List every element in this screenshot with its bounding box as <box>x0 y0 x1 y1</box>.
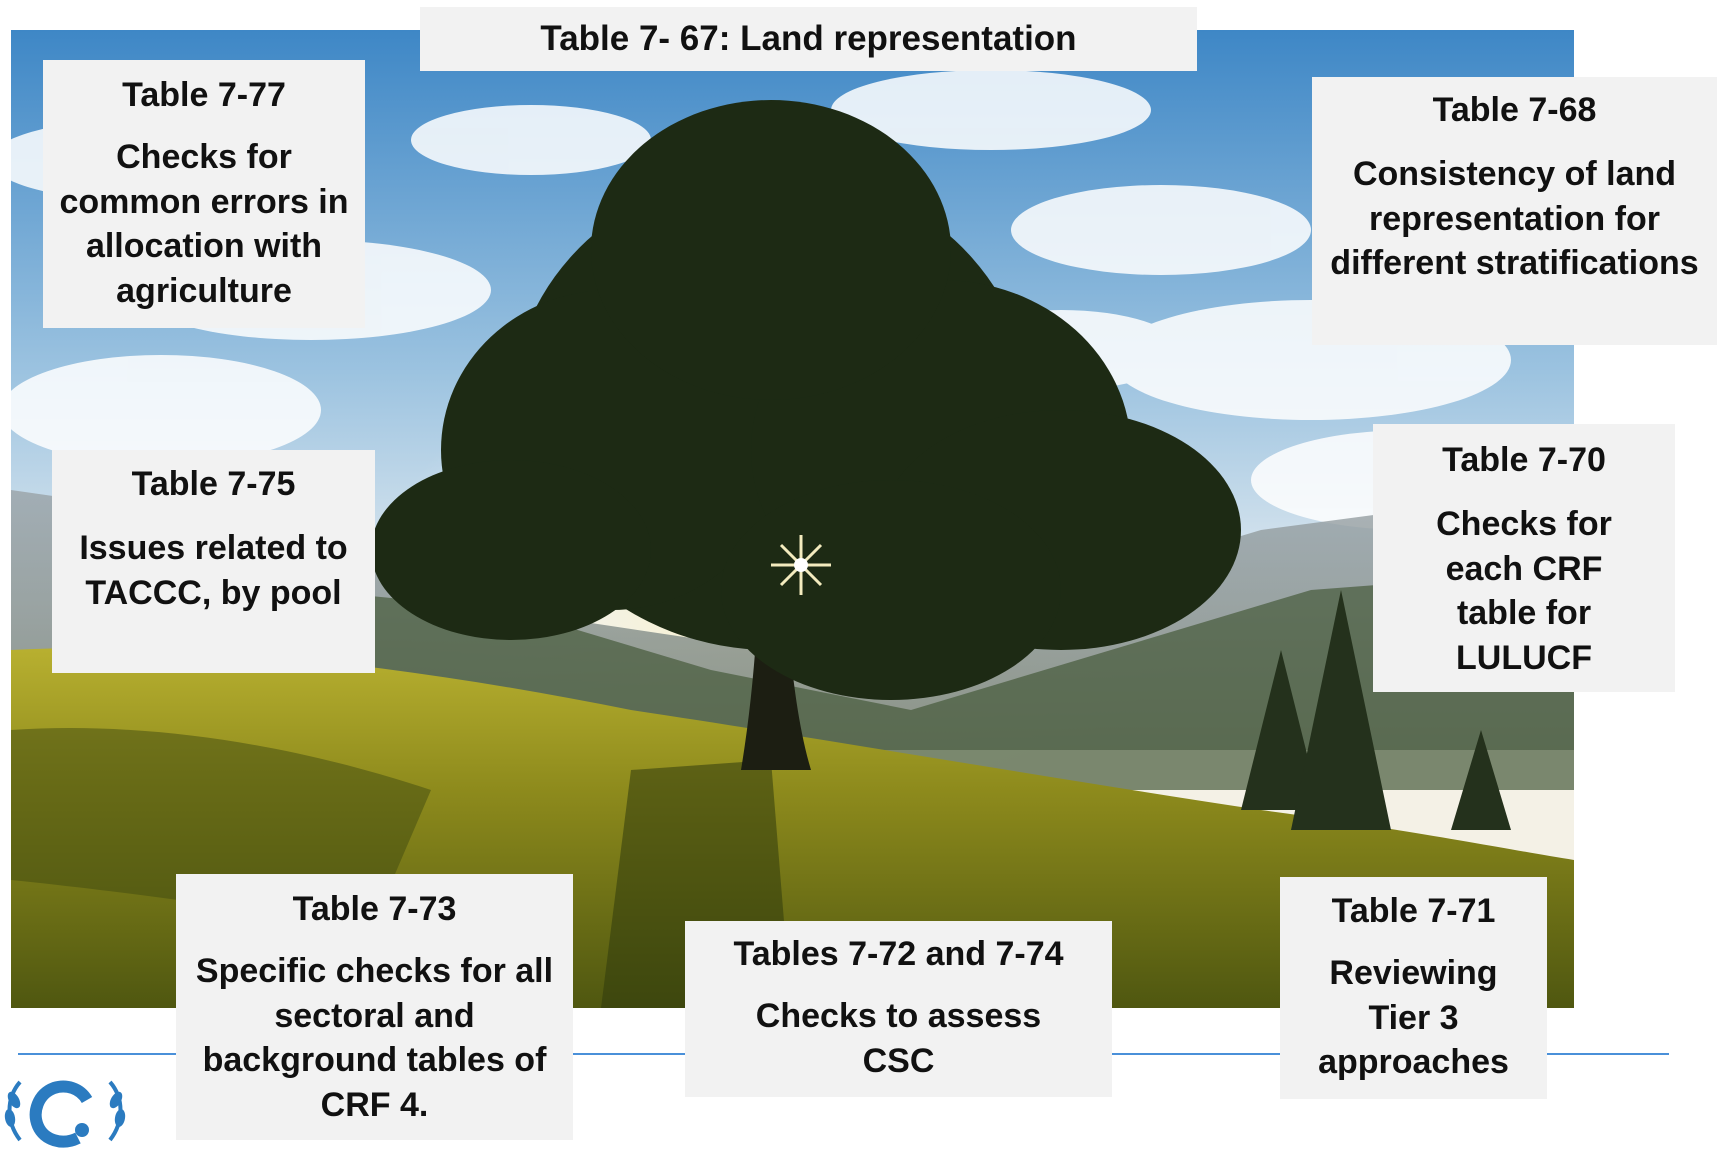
box-title: Table 7-68 <box>1432 91 1597 129</box>
divider-line-left <box>18 1053 176 1055</box>
table-7-68-box: Table 7-68 Consistency of land represent… <box>1312 77 1717 345</box>
box-title: Table 7-73 <box>292 890 457 928</box>
table-7-75-box: Table 7-75 Issues related to TACCC, by p… <box>52 450 375 673</box>
table-7-77-box: Table 7-77 Checks for common errors in a… <box>43 60 365 328</box>
unfccc-logo-icon <box>0 1070 132 1150</box>
box-description: Checks for each CRF table for LULUCF <box>1436 505 1612 677</box>
box-description: Consistency of land representation for d… <box>1330 155 1699 282</box>
box-description: Specific checks for all sectoral and bac… <box>195 952 554 1124</box>
divider-line-right <box>1547 1053 1669 1055</box>
tables-7-72-7-74-box: Tables 7-72 and 7-74 Checks to assess CS… <box>685 921 1112 1097</box>
box-description: Checks for common errors in allocation w… <box>59 138 349 310</box>
table-7-73-box: Table 7-73 Specific checks for all secto… <box>176 874 573 1140</box>
divider-line-mid-left <box>573 1053 685 1055</box>
divider-line-mid-right <box>1112 1053 1280 1055</box>
box-description: Reviewing Tier 3 approaches <box>1318 954 1509 1081</box>
top-title-box: Table 7- 67: Land representation <box>420 7 1197 71</box>
box-title: Tables 7-72 and 7-74 <box>733 935 1064 973</box>
box-title: Table 7-77 <box>122 76 286 114</box>
box-description: Issues related to TACCC, by pool <box>79 529 348 612</box>
box-description: Checks to assess CSC <box>755 997 1042 1080</box>
box-title: Table 7-75 <box>131 465 296 503</box>
box-title: Table 7-71 <box>1331 892 1496 930</box>
box-title: Table 7-70 <box>1442 441 1606 479</box>
top-title: Table 7- 67: Land representation <box>540 19 1077 58</box>
table-7-70-box: Table 7-70 Checks for each CRF table for… <box>1373 424 1675 692</box>
table-7-71-box: Table 7-71 Reviewing Tier 3 approaches <box>1280 877 1547 1099</box>
